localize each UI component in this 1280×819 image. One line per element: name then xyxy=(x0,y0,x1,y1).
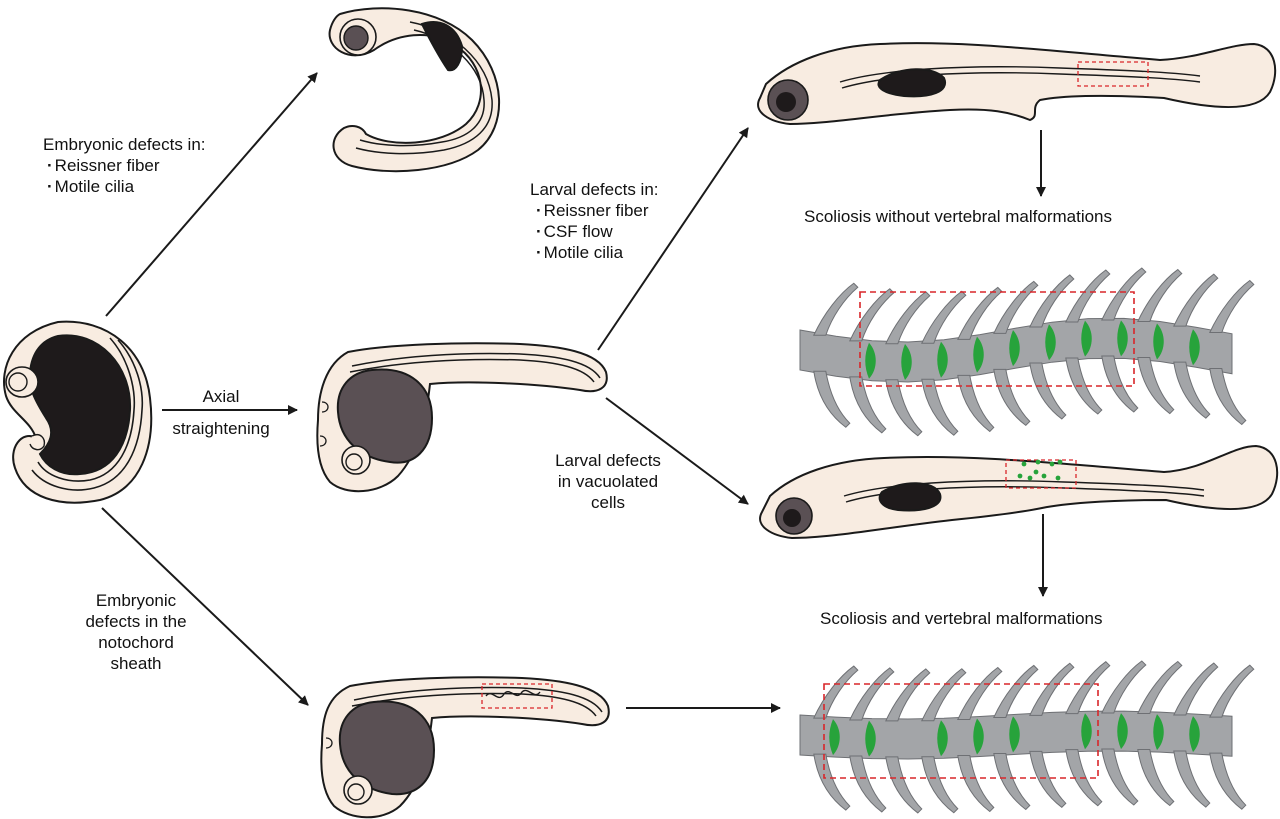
vacuolated-line1: Larval defects xyxy=(555,451,661,470)
larval-defect-item-1: Reissner fiber xyxy=(530,200,659,221)
sheath-line3: notochord xyxy=(98,633,174,652)
arrow-to-sheath-embryo xyxy=(101,507,309,706)
notochord-sheath-label: Embryonic defects in the notochord sheat… xyxy=(66,590,206,674)
sheath-line2: defects in the xyxy=(85,612,187,631)
vacuolated-cells xyxy=(1017,459,1063,481)
vacuolated-defects-label: Larval defects in vacuolated cells xyxy=(540,450,676,513)
axial-line1: Axial xyxy=(202,387,240,406)
spine-scoliosis-and-malformations xyxy=(799,660,1255,814)
arrows xyxy=(101,72,1048,713)
embryonic-defects-title: Embryonic defects in: xyxy=(43,135,206,154)
early-embryo xyxy=(3,320,153,504)
embryonic-defect-item-1: Reissner fiber xyxy=(43,155,206,176)
vacuolated-line2: in vacuolated xyxy=(557,472,659,491)
highlight-box-spine-top xyxy=(859,291,1135,387)
vacuolated-line3: cells xyxy=(590,493,625,512)
larva-top xyxy=(757,42,1277,126)
larval-defects-title: Larval defects in: xyxy=(530,180,659,199)
outcome-malformations-label: Scoliosis and vertebral malformations xyxy=(820,609,1103,628)
arrow-to-curled-embryo xyxy=(105,72,318,317)
sheath-defect-embryo xyxy=(320,676,610,819)
embryonic-defect-item-2: Motile cilia xyxy=(43,176,206,197)
arrow-to-larva-vacuolated xyxy=(605,397,749,505)
outcome-scoliosis-label: Scoliosis without vertebral malformation… xyxy=(804,207,1113,226)
curled-embryo xyxy=(328,7,500,173)
larval-defect-item-3: Motile cilia xyxy=(530,242,659,263)
sheath-line4: sheath xyxy=(110,654,162,673)
arrow-to-larva-top xyxy=(597,127,749,351)
axial-straightening-label: Axial straightening xyxy=(162,386,280,439)
highlight-box-spine-bottom xyxy=(823,683,1099,779)
axial-line2: straightening xyxy=(172,419,270,438)
middle-embryo xyxy=(316,342,608,493)
spine-scoliosis-without-malformations xyxy=(799,267,1255,437)
embryonic-defects-label: Embryonic defects in: Reissner fiber Mot… xyxy=(43,134,206,197)
sheath-line1: Embryonic xyxy=(95,591,177,610)
larva-vacuolated xyxy=(759,444,1279,540)
larval-defect-item-2: CSF flow xyxy=(530,221,659,242)
larval-defects-label: Larval defects in: Reissner fiber CSF fl… xyxy=(530,179,659,263)
